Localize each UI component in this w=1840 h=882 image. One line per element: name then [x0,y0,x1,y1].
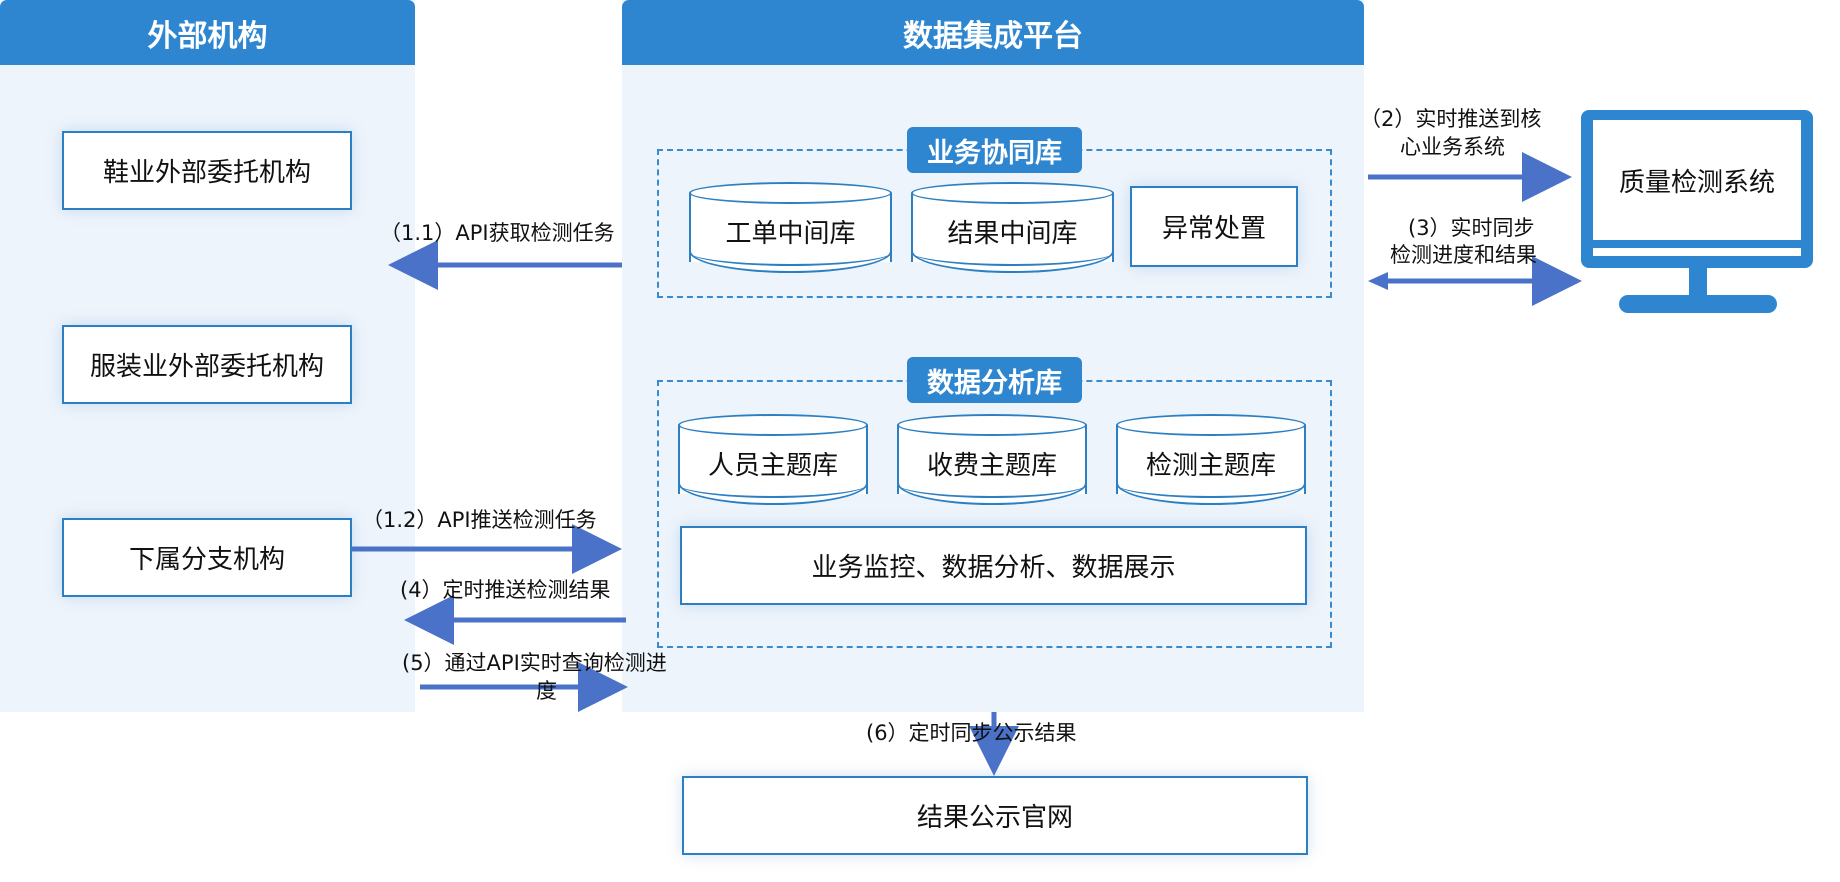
analysis-store-inspection[interactable]: 检测主题库 [1116,414,1306,505]
collab-store-workorder-label: 工单中间库 [725,219,856,249]
edge-label-1-2: （1.2）API推送检测任务 [362,508,597,532]
edge-label-4: (4）定时推送检测结果 [400,578,611,602]
shoe-org-box[interactable]: 鞋业外部委托机构 [62,131,352,210]
exception-label: 异常处置 [1161,214,1266,244]
apparel-org-label: 服装业外部委托机构 [89,352,324,382]
collab-group-title: 业务协同库 [907,127,1082,173]
analysis-store-personnel-label: 人员主题库 [707,451,838,481]
analysis-group-title: 数据分析库 [907,357,1082,403]
branch-org-label: 下属分支机构 [128,545,285,575]
shoe-org-label: 鞋业外部委托机构 [102,158,311,188]
platform-panel-title: 数据集成平台 [622,0,1364,65]
analysis-functions-label: 业务监控、数据分析、数据展示 [811,553,1176,583]
analysis-store-personnel[interactable]: 人员主题库 [678,414,868,505]
external-panel-title: 外部机构 [0,0,415,65]
exception-box[interactable]: 异常处置 [1130,186,1298,267]
edge-label-3-line1: (3）实时同步 [1408,216,1535,240]
monitor-icon[interactable] [1577,106,1817,318]
edge-label-5-line1: (5）通过API实时查询检测进 [402,651,667,675]
edge-label-1-1: （1.1）API获取检测任务 [380,221,615,245]
edge-label-5-line2: 度 [536,679,557,703]
edge-label-2-line2: 心业务系统 [1400,135,1505,159]
collab-store-result-label: 结果中间库 [947,219,1078,249]
analysis-functions-box[interactable]: 业务监控、数据分析、数据展示 [680,526,1307,605]
public-site-label: 结果公示官网 [916,803,1073,833]
branch-org-box[interactable]: 下属分支机构 [62,518,352,597]
analysis-store-inspection-label: 检测主题库 [1145,451,1276,481]
apparel-org-box[interactable]: 服装业外部委托机构 [62,325,352,404]
collab-store-workorder[interactable]: 工单中间库 [689,182,892,273]
quality-system-label: 质量检测系统 [1618,167,1775,198]
analysis-store-fee-label: 收费主题库 [926,451,1057,481]
edge-label-2-line1: （2）实时推送到核 [1360,107,1542,131]
public-site-box[interactable]: 结果公示官网 [682,776,1308,855]
analysis-store-fee[interactable]: 收费主题库 [897,414,1087,505]
edge-label-6: (6）定时同步公示结果 [866,721,1077,745]
edge-label-3-line2: 检测进度和结果 [1390,243,1537,267]
collab-store-result[interactable]: 结果中间库 [911,182,1114,273]
